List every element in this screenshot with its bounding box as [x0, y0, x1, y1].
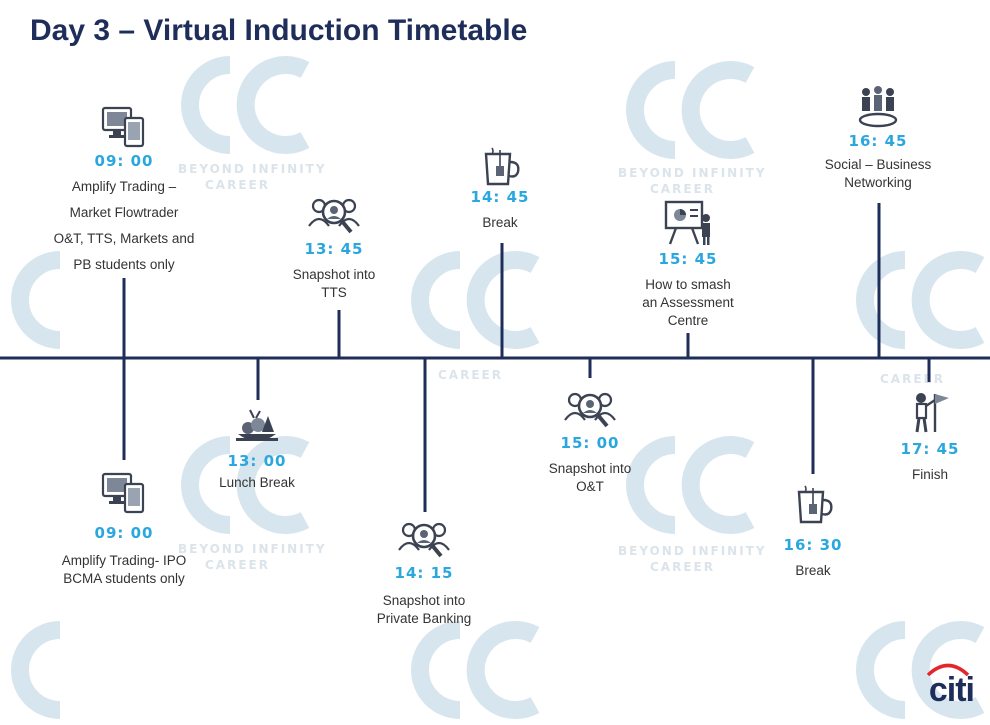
watermark-line2: CAREER	[650, 560, 715, 574]
watermark-line2: CAREER	[650, 182, 715, 196]
event-label: Break	[482, 215, 518, 230]
watermark-text: BEYOND INFINITY	[618, 544, 767, 558]
event-time: 14: 15	[394, 564, 454, 582]
event-label: Finish	[911, 467, 948, 482]
timeline-event: 15: 00 Snapshot into O&T	[500, 388, 680, 496]
computer-tablet-icon	[101, 472, 145, 514]
event-label: Break	[795, 563, 831, 578]
timeline-event: 14: 15 Snapshot into Private Banking	[334, 518, 514, 628]
coffee-cup-icon	[797, 485, 833, 524]
citi-logo: citi	[928, 671, 975, 709]
watermark-line2: CAREER	[205, 558, 270, 572]
timeline-event: 13: 00 Lunch Break	[167, 408, 347, 492]
event-label: Amplify Trading – Market Flowtrader O&T,…	[53, 179, 195, 272]
timeline-event: 09: 00 Amplify Trading- IPO BCMA student…	[34, 470, 214, 588]
people-search-icon	[398, 522, 450, 558]
watermark-line1: BEYOND INFINITY	[618, 166, 767, 180]
timeline-event: 09: 00 Amplify Trading – Market Flowtrad…	[34, 104, 214, 278]
watermark-line2: CAREER	[880, 372, 945, 386]
event-label: Snapshot into Private Banking	[376, 593, 472, 626]
networking-icon	[858, 86, 898, 128]
timeline-event: 16: 30 Break	[723, 484, 903, 580]
event-label: Snapshot into O&T	[548, 461, 632, 494]
event-time: 16: 45	[848, 132, 908, 150]
watermark-text: BEYOND INFINITY	[618, 166, 767, 180]
watermark-text: CAREER	[880, 372, 945, 386]
watermark-text: BEYOND INFINITY	[178, 162, 327, 176]
event-time: 15: 45	[658, 250, 718, 268]
event-time: 13: 45	[304, 240, 364, 258]
timeline-event: 17: 45 Finish	[840, 388, 990, 484]
event-label: How to smash an Assessment Centre	[642, 277, 734, 328]
event-time: 09: 00	[94, 152, 154, 170]
timeline-event: 16: 45 Social – Business Networking	[788, 84, 968, 192]
watermark-line2: CAREER	[205, 178, 270, 192]
watermark-text: CAREER	[650, 182, 715, 196]
presentation-icon	[664, 200, 710, 245]
event-time: 13: 00	[227, 452, 287, 470]
computer-tablet-icon	[101, 106, 145, 148]
watermark-text: CAREER	[205, 558, 270, 572]
watermark-text: CAREER	[205, 178, 270, 192]
event-time: 15: 00	[560, 434, 620, 452]
timeline-event: 13: 45 Snapshot into TTS	[244, 194, 424, 302]
event-label: Social – Business Networking	[824, 157, 932, 190]
coffee-cup-icon	[484, 147, 520, 186]
event-label: Snapshot into TTS	[292, 267, 376, 300]
event-time: 16: 30	[783, 536, 843, 554]
timeline-event: 14: 45 Break	[410, 146, 590, 232]
event-label: Lunch Break	[219, 475, 295, 490]
watermark-line2: CAREER	[438, 368, 503, 382]
finish-flag-icon	[915, 393, 949, 433]
watermark-text: CAREER	[438, 368, 503, 382]
people-search-icon	[564, 392, 616, 428]
event-time: 17: 45	[900, 440, 960, 458]
page-title: Day 3 – Virtual Induction Timetable	[30, 14, 528, 47]
event-time: 14: 45	[470, 188, 530, 206]
watermark-text: BEYOND INFINITY	[178, 542, 327, 556]
watermark-line1: BEYOND INFINITY	[178, 542, 327, 556]
people-search-icon	[308, 198, 360, 234]
food-icon	[236, 409, 278, 441]
watermark-text: CAREER	[650, 560, 715, 574]
watermark-line1: BEYOND INFINITY	[618, 544, 767, 558]
timeline-event: 15: 45 How to smash an Assessment Centre	[598, 200, 778, 330]
event-label: Amplify Trading- IPO BCMA students only	[61, 553, 187, 586]
watermark-line1: BEYOND INFINITY	[178, 162, 327, 176]
event-time: 09: 00	[94, 524, 154, 542]
